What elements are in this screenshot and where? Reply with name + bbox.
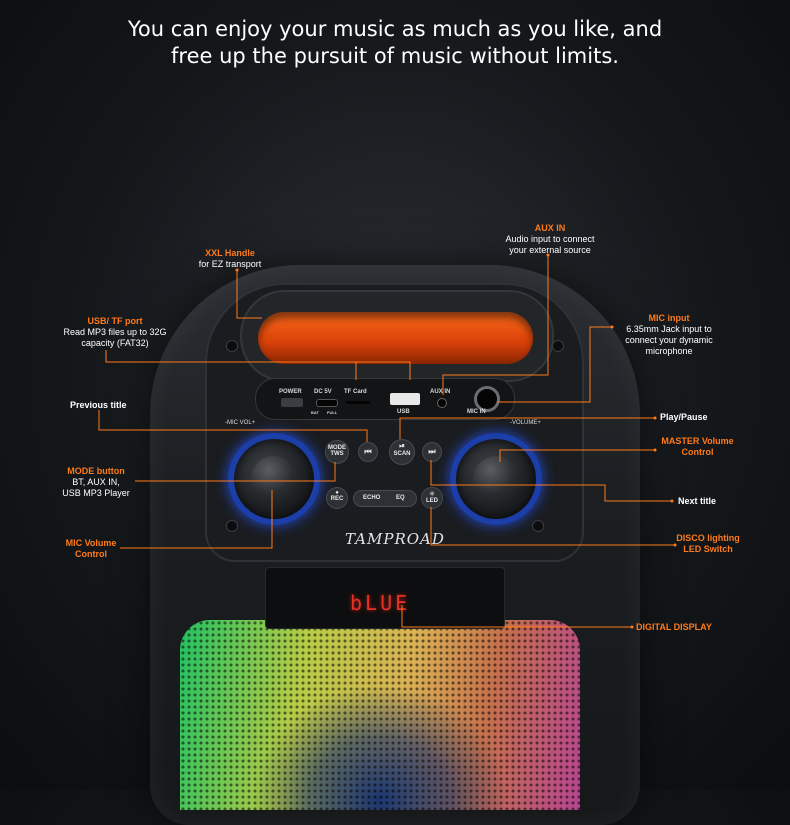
- previous-icon: ⏮: [364, 447, 372, 456]
- callout-next-title: Next title: [678, 496, 717, 506]
- power-label: POWER: [279, 389, 302, 395]
- usb-tf-title: USB/ TF port: [87, 316, 143, 326]
- dc5v-port: [316, 399, 338, 407]
- callout-xxl-handle: XXL Handle for EZ transport: [185, 248, 275, 270]
- mic-in-label: MIC IN: [467, 409, 486, 415]
- echo-eq-button[interactable]: ECHO EQ: [353, 490, 417, 507]
- mode-button-line2: USB MP3 Player: [62, 488, 130, 498]
- callout-mic-input: MIC input 6.35mm Jack input to connect y…: [614, 313, 724, 357]
- mode-button-title: MODE button: [67, 466, 125, 476]
- tf-card-label: TF Card: [344, 389, 367, 395]
- line-xxl-handle: [236, 270, 262, 319]
- callout-disco: DISCO lighting LED Switch: [675, 533, 741, 555]
- digital-display: [265, 567, 505, 629]
- mode-button-line1: BT, AUX IN,: [72, 477, 120, 487]
- usb-tf-line1: Read MP3 files up to 32G: [63, 327, 167, 337]
- aux-in-label: AUX IN: [430, 389, 451, 395]
- mode-label: MODE: [328, 445, 346, 451]
- brand-logo: TAMPROAD: [345, 530, 445, 548]
- line-mode: [135, 462, 336, 482]
- callout-aux-in: AUX IN Audio input to connect your exter…: [500, 223, 600, 256]
- mic-volume-knob-cap: [251, 456, 297, 502]
- screw: [532, 520, 544, 532]
- eq-label: EQ: [396, 495, 405, 501]
- mode-tws-button[interactable]: MODE TWS: [325, 440, 349, 464]
- screw: [226, 340, 238, 352]
- mic-input-line3: microphone: [645, 346, 693, 356]
- rec-label: REC: [330, 496, 344, 502]
- tws-label: TWS: [330, 451, 344, 457]
- callout-play-pause: Play/Pause: [660, 412, 708, 422]
- master-volume-line1: MASTER Volume: [661, 436, 734, 446]
- aux-in-title: AUX IN: [534, 223, 566, 233]
- callout-mode-button: MODE button BT, AUX IN, USB MP3 Player: [55, 466, 137, 499]
- scan-label: SCAN: [393, 451, 411, 457]
- rec-button[interactable]: ● REC: [326, 487, 348, 509]
- headline-line-1: You can enjoy your music as much as you …: [127, 17, 663, 41]
- next-icon: ⏭: [428, 447, 436, 456]
- mic-in-jack: [474, 386, 500, 412]
- screw: [552, 340, 564, 352]
- mic-input-line1: 6.35mm Jack input to: [626, 324, 712, 334]
- aux-in-line1: Audio input to connect: [505, 234, 595, 244]
- mic-input-title: MIC input: [648, 313, 690, 323]
- aux-in-jack: [437, 398, 447, 408]
- callout-digital-display: DIGITAL DISPLAY: [636, 622, 712, 632]
- usb-tf-line2: capacity (FAT32): [81, 338, 149, 348]
- line-master-volume: [499, 449, 655, 462]
- line-previous: [98, 410, 368, 442]
- power-switch[interactable]: [281, 398, 303, 407]
- line-disco: [430, 507, 675, 546]
- callout-master-volume: MASTER Volume Control: [655, 436, 740, 458]
- handle-slot: [258, 312, 533, 364]
- master-volume-knob-cap: [473, 456, 519, 502]
- line-mic-volume: [120, 490, 273, 549]
- callout-usb-tf: USB/ TF port Read MP3 files up to 32G ca…: [55, 316, 175, 349]
- mic-volume-line1: MIC Volume: [65, 538, 117, 548]
- aux-in-line2: your external source: [509, 245, 591, 255]
- mic-volume-knob[interactable]: [228, 433, 320, 525]
- screw: [226, 520, 238, 532]
- line-digital-display: [401, 605, 632, 628]
- usb-port: [390, 393, 420, 405]
- callout-previous-title: Previous title: [70, 400, 127, 410]
- mic-vol-label: -MIC VOL+: [225, 420, 256, 426]
- line-aux-in: [442, 255, 549, 395]
- volume-label: -VOLUME+: [510, 420, 541, 426]
- rec-icon: ●: [335, 490, 339, 496]
- display-text: bLUE: [350, 591, 411, 615]
- xxl-handle-line1: for EZ transport: [198, 259, 262, 269]
- disco-line1: DISCO lighting: [676, 533, 740, 543]
- play-pause-scan-button[interactable]: ⏯ SCAN: [389, 439, 415, 465]
- master-volume-line2: Control: [681, 447, 714, 457]
- disco-line2: LED Switch: [683, 544, 733, 554]
- line-usb-tf: [105, 350, 411, 380]
- led-label: LED: [426, 498, 438, 504]
- echo-label: ECHO: [363, 495, 381, 501]
- headline-line-2: free up the pursuit of music without lim…: [171, 44, 619, 68]
- headline: You can enjoy your music as much as you …: [0, 16, 790, 70]
- callout-mic-volume: MIC Volume Control: [60, 538, 122, 560]
- mic-input-line2: connect your dynamic: [625, 335, 713, 345]
- mic-volume-line2: Control: [75, 549, 107, 559]
- play-pause-icon: ⏯: [399, 443, 405, 450]
- full-label: FULL: [327, 410, 338, 415]
- next-button[interactable]: ⏭: [422, 442, 442, 462]
- previous-button[interactable]: ⏮: [358, 442, 378, 462]
- led-icon: ✳: [429, 491, 435, 498]
- line-next: [430, 460, 672, 502]
- bat-label: BAT: [311, 410, 319, 415]
- led-grille: [180, 620, 580, 810]
- dc5v-label: DC 5V: [314, 389, 332, 395]
- xxl-handle-title: XXL Handle: [205, 248, 255, 258]
- line-play-pause: [399, 417, 655, 439]
- led-button[interactable]: ✳ LED: [421, 487, 443, 509]
- usb-label: USB: [397, 409, 410, 415]
- line-mic-input: [497, 326, 612, 403]
- callout-lines: [98, 253, 677, 629]
- tf-card-slot: [346, 401, 370, 404]
